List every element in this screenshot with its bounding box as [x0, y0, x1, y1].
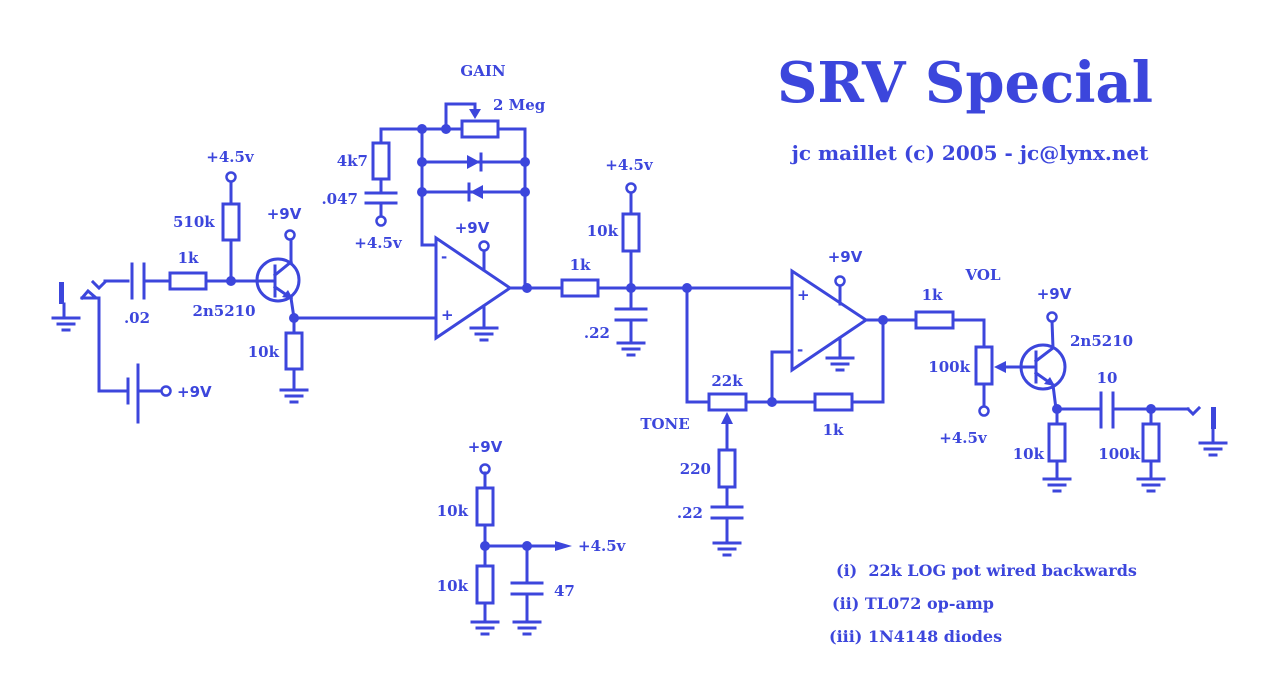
terminal — [225, 171, 237, 183]
psu-bottom-res-label: 10k — [437, 577, 469, 595]
vol-label: VOL — [965, 266, 1001, 284]
opamp2-supply-label: +9V — [828, 248, 863, 266]
bias-res-label: 510k — [173, 213, 215, 231]
gain-res-label: 4k7 — [337, 152, 368, 170]
q2-emitter-resistor — [1047, 422, 1067, 463]
pulldown-label: 100k — [1098, 445, 1140, 463]
input-capacitor — [130, 262, 146, 300]
emitter-resistor — [284, 331, 304, 371]
opamp2-minus: - — [797, 341, 803, 359]
q1-supply-label: +9V — [267, 205, 302, 223]
gain-cap-supply-label: +4.5v — [354, 234, 403, 252]
note-3: (iii) 1N4148 diodes — [829, 627, 1002, 646]
filter-cap-label: .22 — [584, 324, 610, 342]
input-jack — [51, 279, 108, 332]
gain-pot-label: 2 Meg — [493, 96, 546, 114]
opamp-1 — [434, 235, 513, 341]
tone-pot-label: 22k — [711, 372, 743, 390]
tone-resistor — [717, 448, 737, 489]
tone-pot — [707, 392, 748, 412]
opamp1-minus: - — [441, 248, 447, 266]
opamp1-plus: + — [441, 306, 454, 324]
psu-cap-label: 47 — [554, 582, 575, 600]
tone-cap-label: .22 — [677, 504, 703, 522]
battery-label: +9V — [177, 383, 212, 401]
volume-pot — [974, 345, 994, 386]
diode-forward — [467, 152, 483, 172]
emitter-res-label: 10k — [248, 343, 280, 361]
volume-pot-label: 100k — [928, 358, 970, 376]
vol-series-label: 1k — [922, 286, 943, 304]
opamp2-plus: + — [797, 286, 810, 304]
input-resistor — [168, 271, 208, 291]
psu-top-resistor — [475, 486, 495, 527]
note-2: (ii) TL072 op-amp — [832, 594, 994, 613]
filter-resistor — [560, 278, 600, 298]
gain-cap-label: .047 — [321, 190, 358, 208]
gain-resistor — [371, 141, 391, 181]
gain-pot — [460, 119, 500, 139]
tone-label: TONE — [640, 415, 689, 433]
pulldown-resistor — [1141, 422, 1161, 463]
note-1: (i) 22k LOG pot wired backwards — [836, 561, 1137, 580]
output-jack — [1185, 405, 1228, 457]
psu-supply-label: +9V — [468, 438, 503, 456]
page-title: SRV Special — [777, 50, 1153, 116]
gain-label: GAIN — [460, 62, 505, 80]
tone-res-label: 220 — [680, 460, 711, 478]
q2-supply-label: +9V — [1037, 285, 1072, 303]
bias-supply-label: +4.5v — [206, 148, 255, 166]
filter-res-label: 1k — [570, 256, 591, 274]
input-cap-label: .02 — [124, 309, 150, 327]
q2-part-label: 2n5210 — [1070, 332, 1133, 350]
vol-series-resistor — [914, 310, 955, 330]
vol-supply-label: +4.5v — [939, 429, 988, 447]
psu-top-res-label: 10k — [437, 502, 469, 520]
filter-bias-resistor — [621, 212, 641, 253]
input-res-label: 1k — [178, 249, 199, 267]
filter-supply-label: +4.5v — [605, 156, 654, 174]
transistor-q2 — [1019, 319, 1067, 411]
feedback-resistor — [813, 392, 854, 412]
psu-output-label: +4.5v — [578, 537, 627, 555]
q1-part-label: 2n5210 — [192, 302, 255, 320]
psu-bottom-resistor — [475, 564, 495, 605]
filter-bias-label: 10k — [587, 222, 619, 240]
opamp1-supply-label: +9V — [455, 219, 490, 237]
opamp-2 — [790, 268, 869, 373]
transistor-q1 — [255, 238, 301, 320]
battery — [126, 363, 140, 424]
output-cap-label: 10 — [1097, 369, 1118, 387]
feedback-res-label: 1k — [823, 421, 844, 439]
bias-resistor — [221, 202, 241, 242]
q2-emitter-label: 10k — [1013, 445, 1045, 463]
author-credit: jc maillet (c) 2005 - jc@lynx.net — [790, 141, 1150, 165]
diode-reverse — [467, 182, 483, 202]
